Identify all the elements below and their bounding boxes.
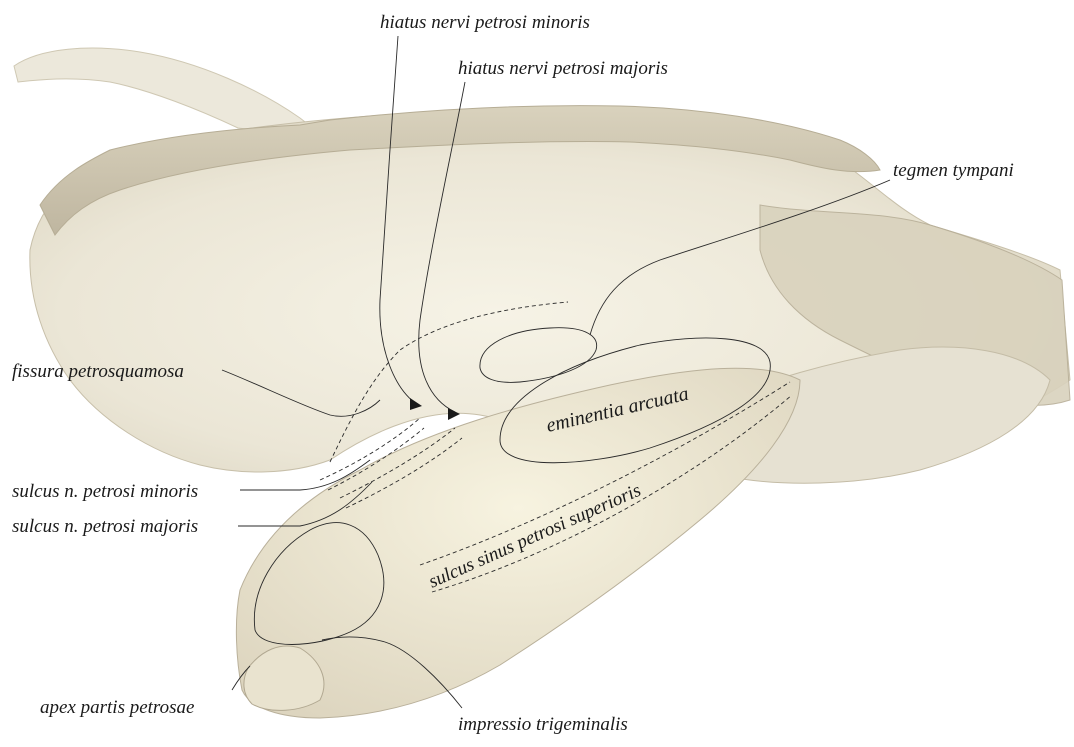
label-impressio: impressio trigeminalis — [458, 714, 628, 735]
zygomatic-process-shape — [14, 48, 318, 134]
label-tegmen-tympani: tegmen tympani — [893, 160, 1014, 181]
label-sulcus-minoris: sulcus n. petrosi minoris — [12, 481, 198, 502]
label-hiatus-majoris: hiatus nervi petrosi majoris — [458, 58, 668, 79]
label-fissura-petrosquamosa: fissura petrosquamosa — [12, 361, 184, 382]
label-apex: apex partis petrosae — [40, 697, 194, 718]
label-sulcus-majoris: sulcus n. petrosi majoris — [12, 516, 198, 537]
label-hiatus-minoris: hiatus nervi petrosi minoris — [380, 12, 590, 33]
